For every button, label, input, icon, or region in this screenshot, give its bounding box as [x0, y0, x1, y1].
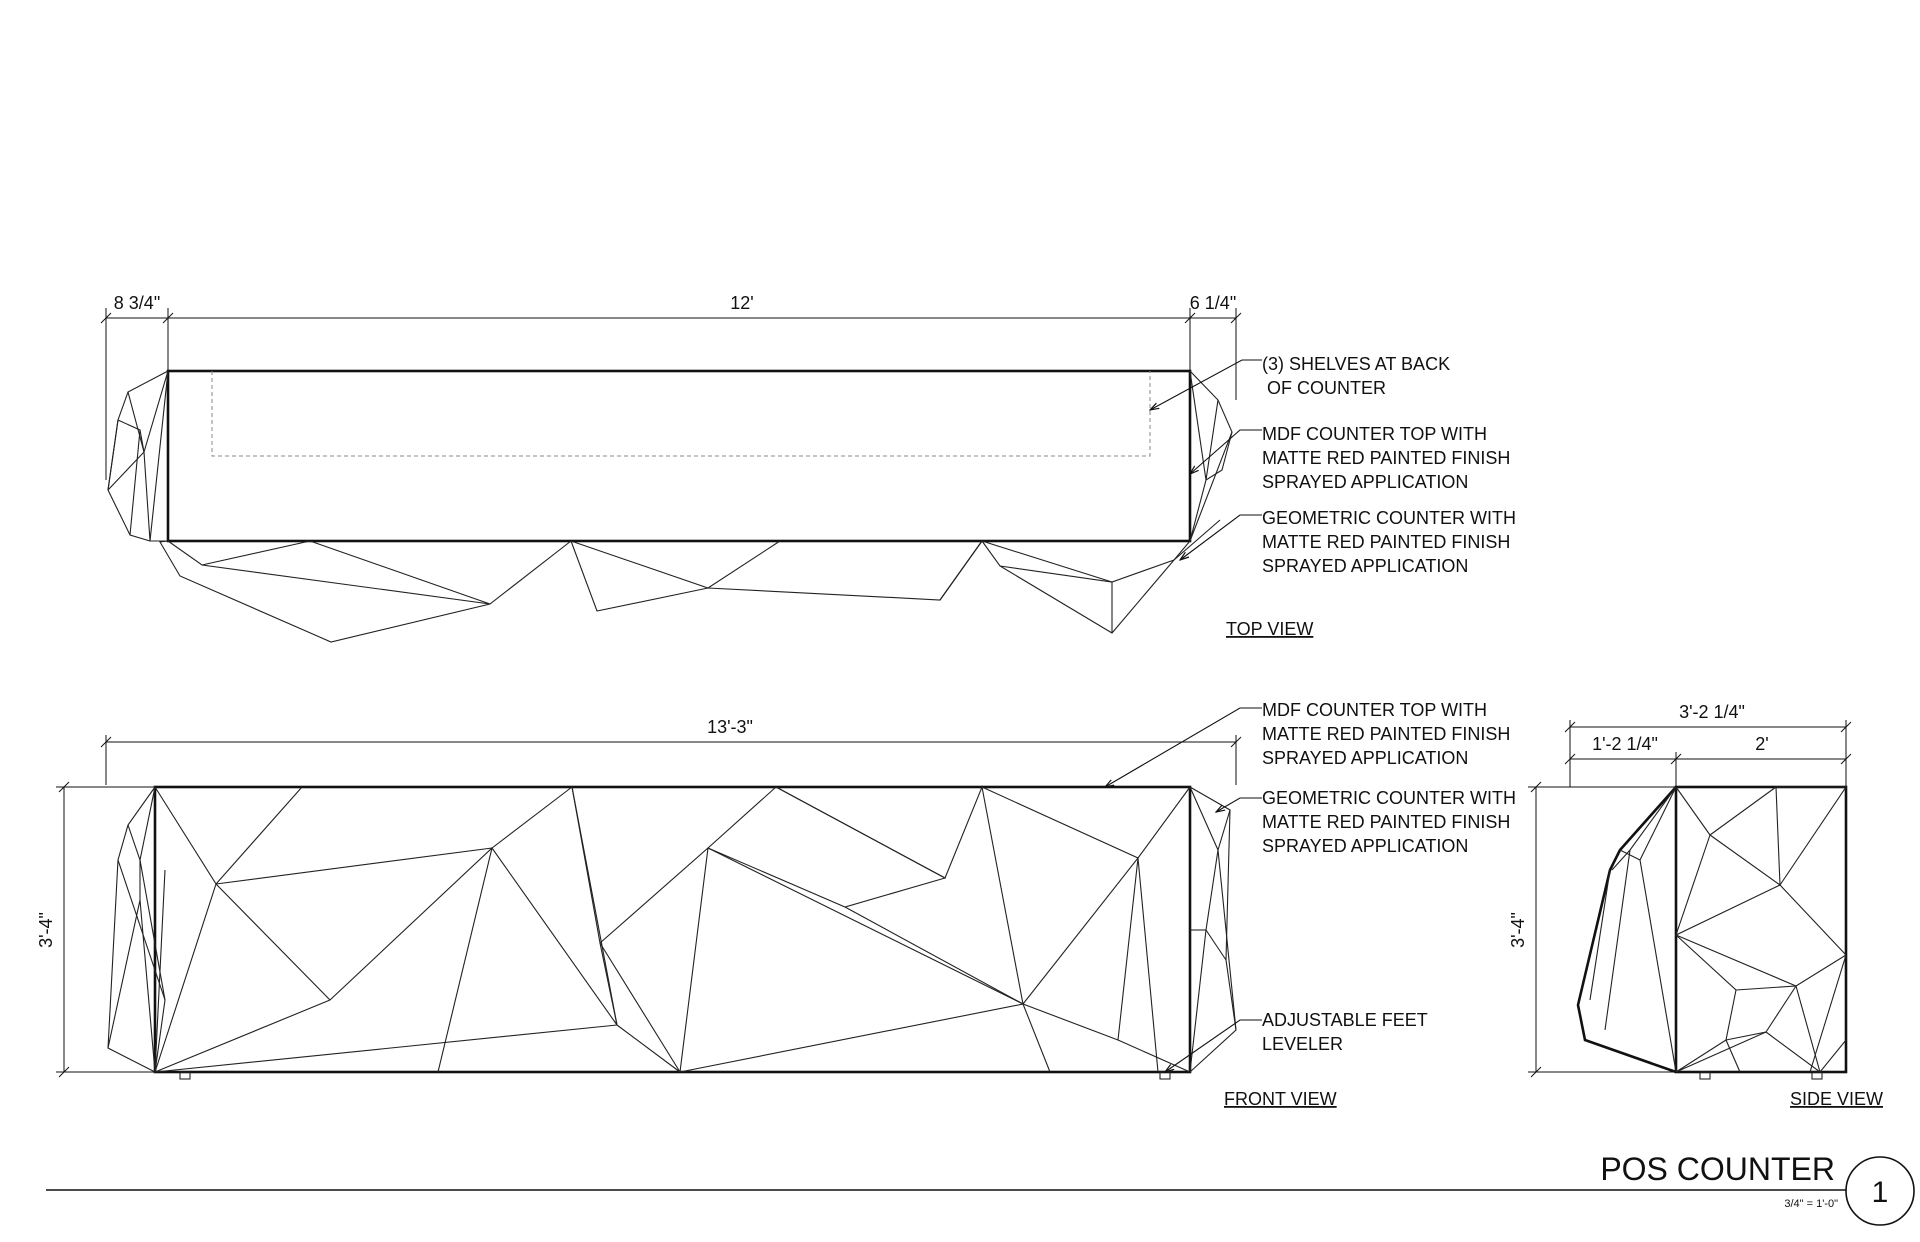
svg-text:MATTE RED PAINTED FINISH: MATTE RED PAINTED FINISH — [1262, 812, 1510, 832]
top-view-leaders — [1150, 359, 1262, 560]
front-note-feet: ADJUSTABLE FEET LEVELER — [1262, 1010, 1428, 1054]
foot-left — [179, 1071, 191, 1080]
note-line: ADJUSTABLE FEET — [1262, 1010, 1428, 1030]
note-line: GEOMETRIC COUNTER WITH — [1262, 788, 1516, 808]
note-line: MATTE RED PAINTED FINISH — [1262, 532, 1510, 552]
note-line: GEOMETRIC COUNTER WITH — [1262, 508, 1516, 528]
front-counter-rect — [153, 785, 1192, 1074]
note-line: SPRAYED APPLICATION — [1262, 556, 1468, 576]
front-dim-width: 13'-3" — [707, 717, 753, 737]
note-line: SPRAYED APPLICATION — [1262, 748, 1468, 768]
svg-text:(3) SHELVES AT BACK: (3) SHELVES AT BACK — [1262, 354, 1450, 374]
side-dim-overall: 3'-2 1/4" — [1679, 702, 1745, 722]
foot-side-right — [1811, 1071, 1823, 1080]
foot-side-left — [1699, 1071, 1711, 1080]
svg-text:LEVELER: LEVELER — [1262, 1034, 1343, 1054]
note-line: SPRAYED APPLICATION — [1262, 472, 1468, 492]
front-dim-height: 3'-4" — [36, 912, 56, 948]
svg-text:MDF COUNTER TOP WITH: MDF COUNTER TOP WITH — [1262, 700, 1487, 720]
note-line: MDF COUNTER TOP WITH — [1262, 424, 1487, 444]
svg-text:MATTE RED PAINTED FINISH: MATTE RED PAINTED FINISH — [1262, 532, 1510, 552]
note-line: MATTE RED PAINTED FINISH — [1262, 448, 1510, 468]
front-note-mdf: MDF COUNTER TOP WITH MATTE RED PAINTED F… — [1262, 700, 1510, 768]
side-view: 3'-2 1/4" 1'-2 1/4" 2' 3'-4" — [1508, 702, 1883, 1109]
note-line: (3) SHELVES AT BACK — [1262, 354, 1450, 374]
side-view-dimensions: 3'-2 1/4" 1'-2 1/4" 2' 3'-4" — [1508, 702, 1852, 1078]
svg-text:MATTE RED PAINTED FINISH: MATTE RED PAINTED FINISH — [1262, 448, 1510, 468]
svg-text:SPRAYED APPLICATION: SPRAYED APPLICATION — [1262, 556, 1468, 576]
front-facets — [154, 785, 1191, 1073]
top-counter-rect — [166, 369, 1192, 543]
front-right-end — [1189, 786, 1237, 1073]
top-view-label: TOP VIEW — [1226, 619, 1313, 639]
svg-text:SPRAYED APPLICATION: SPRAYED APPLICATION — [1262, 836, 1468, 856]
top-note-geometric: GEOMETRIC COUNTER WITH MATTE RED PAINTED… — [1262, 508, 1516, 576]
detail-number: 1 — [1872, 1176, 1889, 1209]
note-line: OF COUNTER — [1262, 378, 1386, 398]
drawing-title: POS COUNTER — [1600, 1151, 1835, 1187]
note-line: MATTE RED PAINTED FINISH — [1262, 812, 1510, 832]
top-dim-left: 8 3/4" — [114, 293, 160, 313]
front-view-leaders — [1105, 707, 1262, 1072]
top-note-shelves: (3) SHELVES AT BACK OF COUNTER — [1262, 354, 1450, 398]
top-dim-right: 6 1/4" — [1190, 293, 1236, 313]
front-left-end — [107, 786, 166, 1073]
svg-text:MDF COUNTER TOP WITH: MDF COUNTER TOP WITH — [1262, 424, 1487, 444]
side-dim-height: 3'-4" — [1508, 912, 1528, 948]
top-view-dimensions: 8 3/4" 12' 6 1/4" — [100, 293, 1242, 480]
title-block: POS COUNTER 3/4" = 1'-0" 1 — [46, 1151, 1915, 1226]
side-feet — [1699, 1071, 1823, 1080]
note-line: LEVELER — [1262, 1034, 1343, 1054]
detail-number-circle — [1845, 1156, 1915, 1226]
note-line: SPRAYED APPLICATION — [1262, 836, 1468, 856]
drawing-scale: 3/4" = 1'-0" — [1784, 1198, 1838, 1210]
svg-text:MATTE RED PAINTED FINISH: MATTE RED PAINTED FINISH — [1262, 724, 1510, 744]
front-view: 13'-3" 3'-4" — [36, 700, 1516, 1109]
front-view-dimensions: 13'-3" 3'-4" — [36, 717, 1242, 1078]
svg-text:GEOMETRIC COUNTER WITH: GEOMETRIC COUNTER WITH — [1262, 508, 1516, 528]
svg-text:ADJUSTABLE FEET: ADJUSTABLE FEET — [1262, 1010, 1428, 1030]
top-geometric-faces — [159, 519, 1221, 643]
side-view-label: SIDE VIEW — [1790, 1089, 1883, 1109]
side-dim-right: 2' — [1755, 734, 1768, 754]
top-left-end — [107, 370, 169, 542]
top-shelves-hidden — [211, 371, 1151, 457]
top-view: 8 3/4" 12' 6 1/4" — [100, 293, 1516, 643]
svg-text:SPRAYED APPLICATION: SPRAYED APPLICATION — [1262, 748, 1468, 768]
top-dim-center: 12' — [730, 293, 753, 313]
side-counter-rect — [1674, 785, 1848, 1074]
side-dim-left: 1'-2 1/4" — [1592, 734, 1658, 754]
note-line: MDF COUNTER TOP WITH — [1262, 700, 1487, 720]
svg-text:OF COUNTER: OF COUNTER — [1262, 378, 1386, 398]
svg-text:GEOMETRIC COUNTER WITH: GEOMETRIC COUNTER WITH — [1262, 788, 1516, 808]
front-view-label: FRONT VIEW — [1224, 1089, 1337, 1109]
top-note-mdf: MDF COUNTER TOP WITH MATTE RED PAINTED F… — [1262, 424, 1510, 492]
side-left-profile — [1576, 786, 1677, 1074]
svg-text:SPRAYED APPLICATION: SPRAYED APPLICATION — [1262, 472, 1468, 492]
note-line: MATTE RED PAINTED FINISH — [1262, 724, 1510, 744]
front-note-geometric: GEOMETRIC COUNTER WITH MATTE RED PAINTED… — [1262, 788, 1516, 856]
side-facets — [1675, 786, 1848, 1073]
